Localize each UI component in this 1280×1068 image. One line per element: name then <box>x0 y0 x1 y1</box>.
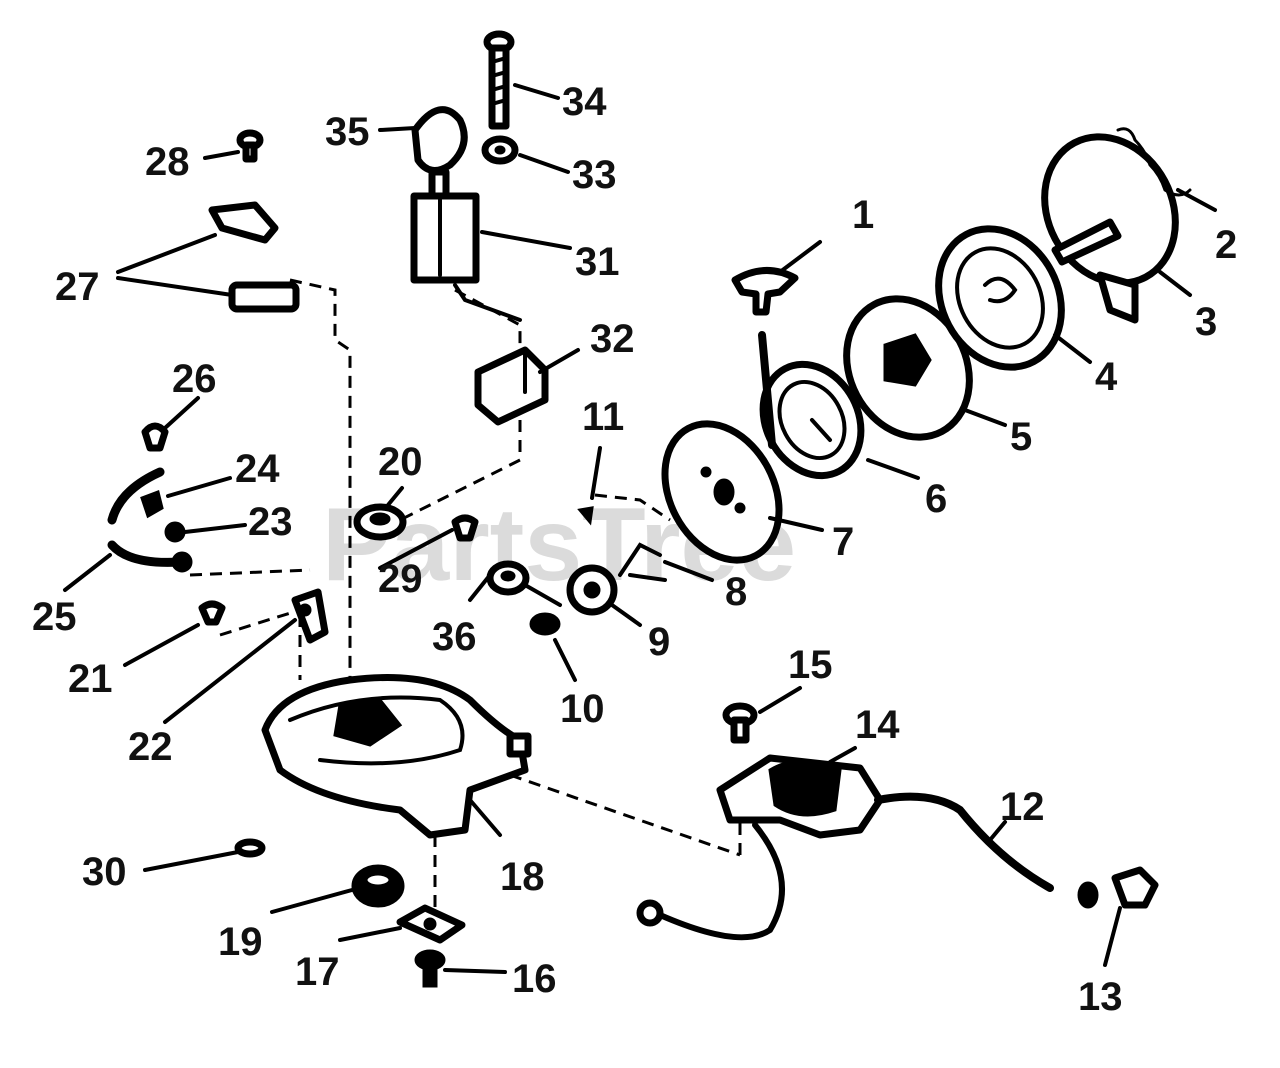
part-18-base <box>261 674 532 839</box>
assembly-dash-lines <box>189 278 742 910</box>
callout-16: 16 <box>512 957 557 1001</box>
part-19-grommet <box>351 864 405 908</box>
callout-25: 25 <box>32 595 77 639</box>
part-7-plate <box>661 420 783 564</box>
leader-lines <box>63 83 1217 974</box>
part-22-link <box>291 588 329 644</box>
part-11-pin <box>577 506 594 526</box>
callout-10: 10 <box>560 687 605 731</box>
callout-21: 21 <box>68 657 113 701</box>
callout-13: 13 <box>1078 975 1123 1019</box>
callout-19: 19 <box>218 920 263 964</box>
callout-17: 17 <box>295 950 340 994</box>
callout-23: 23 <box>248 500 293 544</box>
part-16-screw <box>414 949 446 988</box>
part-17-plate <box>396 904 466 944</box>
part-27-plates <box>208 201 300 313</box>
callout-33: 33 <box>572 153 617 197</box>
callout-34: 34 <box>562 80 607 124</box>
callout-8: 8 <box>725 570 747 614</box>
callout-29: 29 <box>378 557 423 601</box>
part-15-screw <box>722 702 758 744</box>
callout-18: 18 <box>500 855 545 899</box>
callout-15: 15 <box>788 643 833 687</box>
callout-26: 26 <box>172 357 217 401</box>
part-21-screw <box>198 600 226 626</box>
part-26-24-23-25-clip <box>107 422 193 573</box>
part-35-knob <box>411 106 468 174</box>
callout-27: 27 <box>55 265 100 309</box>
part-30-pin <box>234 838 266 858</box>
callout-30: 30 <box>82 850 127 894</box>
part-4-housing <box>935 225 1065 371</box>
part-12-wire <box>874 792 1054 892</box>
callout-labels: 1 2 3 4 5 6 7 8 9 10 11 12 13 14 15 16 1… <box>32 80 1237 1019</box>
callout-12: 12 <box>1000 785 1045 829</box>
part-32-bracket <box>474 346 549 426</box>
callout-3: 3 <box>1195 300 1217 344</box>
part-2-decal <box>1116 127 1192 197</box>
callout-24: 24 <box>235 447 280 491</box>
part-10-spring <box>529 612 561 636</box>
callout-6: 6 <box>925 477 947 521</box>
callout-32: 32 <box>590 317 635 361</box>
part-20-bushing <box>353 503 407 541</box>
callout-9: 9 <box>648 620 670 664</box>
part-3-cover <box>1041 133 1179 324</box>
part-1-handle <box>731 266 799 316</box>
part-29-screw <box>451 514 479 542</box>
callout-1: 1 <box>852 193 874 237</box>
part-33-washer <box>481 135 519 165</box>
callout-4: 4 <box>1095 355 1118 399</box>
callout-35: 35 <box>325 110 370 154</box>
callout-22: 22 <box>128 725 173 769</box>
callout-36: 36 <box>432 615 477 659</box>
callout-11: 11 <box>582 395 624 439</box>
part-31-switch <box>410 168 522 322</box>
callout-7: 7 <box>832 520 854 564</box>
callout-31: 31 <box>575 240 620 284</box>
part-9-gear <box>566 542 667 616</box>
callout-5: 5 <box>1010 415 1032 459</box>
part-34-screw <box>483 30 515 130</box>
callout-20: 20 <box>378 440 423 484</box>
part-28-screw <box>236 129 264 163</box>
callout-2: 2 <box>1215 223 1237 267</box>
part-13-cap <box>1077 866 1159 909</box>
callout-28: 28 <box>145 140 190 184</box>
part-14-coil <box>636 754 884 941</box>
callout-14: 14 <box>855 703 900 747</box>
part-6-rewind-spring <box>758 331 865 480</box>
